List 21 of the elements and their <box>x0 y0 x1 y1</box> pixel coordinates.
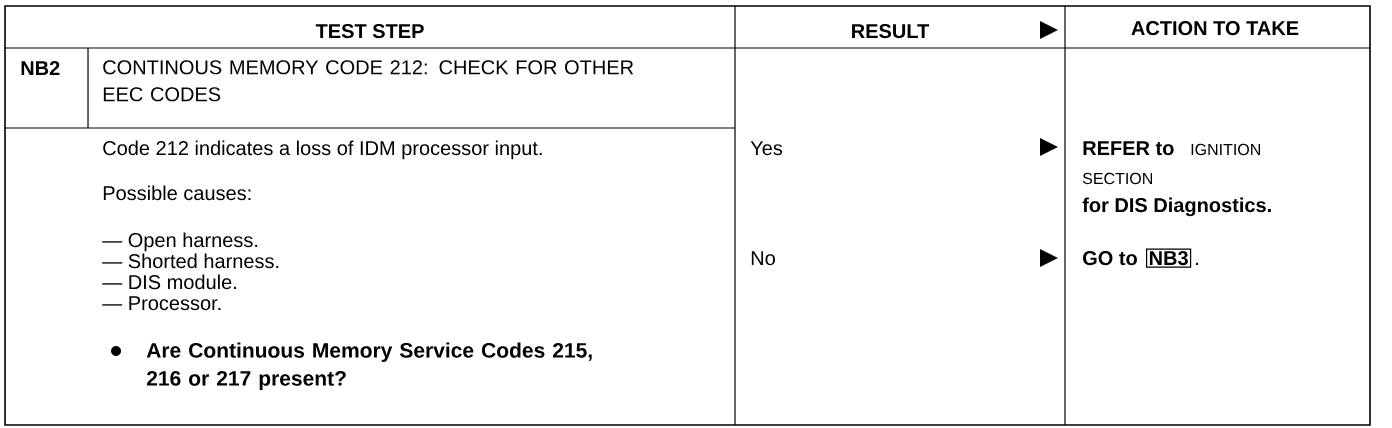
column-header: RESULT <box>852 24 930 39</box>
section-name: SECTION <box>1082 172 1152 185</box>
body-text: Code 212 indicates a loss of IDM processor input. <box>103 140 542 160</box>
result-text: Yes <box>750 141 783 156</box>
list-item: — Processor. <box>102 296 221 311</box>
column-header: TEST STEP <box>315 24 424 39</box>
reference-box: NB3 <box>1146 248 1192 268</box>
step-number: NB2 <box>21 61 60 75</box>
result-text: No <box>751 251 775 266</box>
list-item: — Shorted harness. <box>102 253 279 269</box>
action-text: . <box>1196 262 1198 265</box>
action-text: GO to <box>1083 251 1137 266</box>
action-text: REFER to <box>1083 141 1174 156</box>
action-text: for DIS Diagnostics. <box>1082 197 1271 217</box>
list-item: — Open harness. <box>102 232 258 252</box>
column-header: ACTION TO TAKE <box>1131 21 1299 36</box>
body-text: Possible causes: <box>103 185 251 201</box>
question-text: Are Continuous Memory Service Codes 215, 216 or 217 present? <box>146 342 592 390</box>
section-name: IGNITION <box>1191 143 1260 156</box>
step-title: CONTINOUS MEMORY CODE 212: CHECK FOR OTHER EEC CODES <box>103 60 634 102</box>
list-item: — DIS module. <box>102 274 236 290</box>
